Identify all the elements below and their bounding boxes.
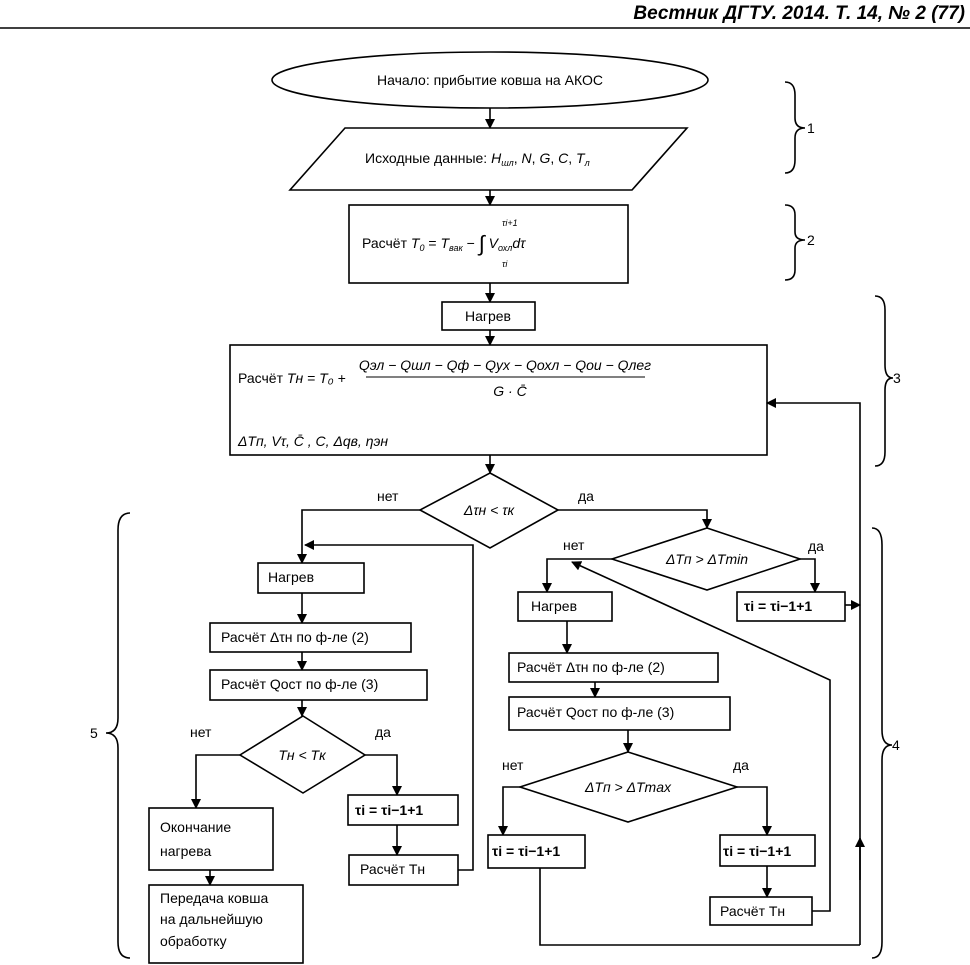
- no-label: нет: [563, 537, 585, 553]
- left-calc-q-block: [209, 669, 428, 701]
- decision-1: [418, 472, 560, 549]
- connector-line: [539, 868, 860, 946]
- left-heat-block: [257, 562, 365, 594]
- loop-arrow: [571, 561, 831, 912]
- heat-block: [441, 301, 536, 331]
- calc-t0-block: [348, 204, 629, 284]
- decision-1-text: Δτн < τк: [463, 502, 516, 518]
- left-calc-dt-block: [209, 622, 412, 653]
- end-heat-line: Окончание: [160, 819, 231, 835]
- mid-calc-q-label: Расчёт Qост по ф-ле (3): [517, 704, 674, 720]
- tau-increment-block: [736, 591, 846, 622]
- calc-tn-denominator: G · C̄: [493, 383, 527, 399]
- end-heat-line: нагрева: [160, 843, 211, 859]
- no-label: нет: [377, 488, 399, 504]
- end-heat-block: [148, 807, 274, 871]
- calc-tn-numerator: Qэл − Qшл − Qф − Qух − Qохл − Qои − Qлег: [359, 357, 651, 373]
- tau-increment-label: τi = τi−1+1: [744, 598, 812, 614]
- arrow: [542, 558, 612, 593]
- brace-label: 1: [807, 120, 815, 136]
- brace-5: [105, 512, 131, 959]
- heat-label: Нагрев: [465, 308, 511, 324]
- mid-calc-dt-block: [508, 652, 719, 683]
- loop-arrow: [304, 540, 474, 871]
- mid-decision: [517, 751, 740, 823]
- calc-tn-block: [229, 344, 768, 456]
- start-label: Начало: прибытие ковша на АКОС: [377, 72, 603, 88]
- brace-label: 5: [90, 725, 98, 741]
- transfer-block: [148, 884, 304, 964]
- brace-1: [784, 81, 806, 174]
- brace-label: 3: [893, 370, 901, 386]
- arrow: [365, 754, 402, 796]
- mid-heat-label: Нагрев: [531, 598, 577, 614]
- arrow: [498, 786, 520, 836]
- brace-label: 2: [807, 232, 815, 248]
- calc-t0-formula: Расчёт T0 = Tвак − ∫ Vохлdτ: [362, 231, 526, 256]
- mid-calc-tn-label: Расчёт Tн: [720, 903, 785, 919]
- yes-label: да: [808, 538, 824, 554]
- yes-label: да: [578, 488, 594, 504]
- no-label: нет: [502, 757, 524, 773]
- mid-tau-yes-label: τi = τi−1+1: [723, 843, 791, 859]
- left-calc-tn-label: Расчёт Tн: [360, 861, 425, 877]
- calc-tn-lhs: Расчёт Tн = T₀ +: [238, 370, 346, 386]
- left-heat-label: Нагрев: [268, 569, 314, 585]
- mid-decision-text: ΔTп > ΔTmax: [584, 779, 672, 795]
- brace-label: 4: [892, 737, 900, 753]
- transfer-line: на дальнейшую: [160, 911, 263, 927]
- input-data-block: [288, 127, 689, 191]
- no-label: нет: [190, 724, 212, 740]
- mid-tau-no-block: [487, 834, 586, 869]
- mid-calc-q-block: [508, 696, 731, 731]
- integral-upper: τi+1: [502, 218, 518, 228]
- left-calc-dt-label: Расчёт Δτн по ф-ле (2): [221, 629, 369, 645]
- arrow: [558, 509, 712, 529]
- left-tau-block: [347, 794, 459, 826]
- left-calc-tn-block: [348, 854, 459, 886]
- integral-lower: τi: [502, 259, 508, 269]
- loop-arrow: [766, 398, 861, 945]
- left-decision-text: Tн < Tк: [278, 747, 327, 763]
- arrow: [191, 754, 240, 809]
- yes-label: да: [733, 757, 749, 773]
- left-decision: [238, 715, 367, 794]
- mid-tau-no-label: τi = τi−1+1: [492, 843, 560, 859]
- transfer-line: Передача ковша: [160, 890, 268, 906]
- journal-header: Вестник ДГТУ. 2014. Т. 14, № 2 (77): [633, 3, 965, 24]
- brace-3: [874, 295, 894, 467]
- arrow: [737, 786, 772, 836]
- calc-tn-params: ΔTп, Vτ, C̄ , C, Δqв, ηэн: [237, 433, 388, 449]
- arrow: [297, 509, 420, 564]
- transfer-line: обработку: [160, 933, 227, 949]
- brace-2: [784, 204, 806, 281]
- decision-2: [609, 527, 803, 591]
- mid-heat-block: [517, 591, 613, 622]
- left-calc-q-label: Расчёт Qост по ф-ле (3): [221, 676, 378, 692]
- input-label: Исходные данные: Hшл, N, G, C, Tл: [365, 150, 590, 168]
- yes-label: да: [375, 724, 391, 740]
- brace-4: [871, 527, 893, 959]
- left-tau-label: τi = τi−1+1: [355, 802, 423, 818]
- decision-2-text: ΔTп > ΔTmin: [665, 551, 748, 567]
- mid-calc-dt-label: Расчёт Δτн по ф-ле (2): [517, 659, 665, 675]
- arrow: [800, 558, 820, 593]
